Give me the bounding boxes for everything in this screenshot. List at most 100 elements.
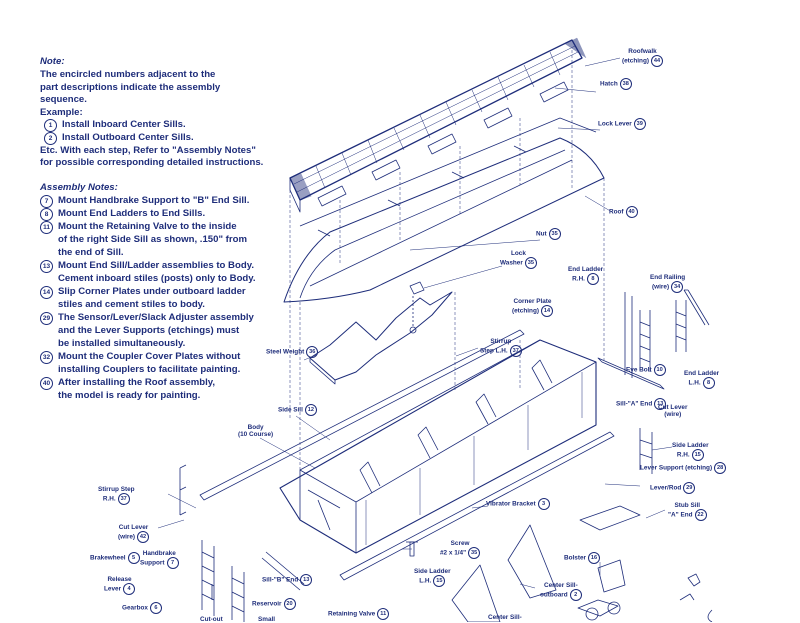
- part-label-line1: Side Ladder: [672, 442, 709, 449]
- part-label-line2: Step L.H.37: [480, 345, 522, 358]
- part-label-corner-plate-etching: Corner Plate(etching)14: [512, 298, 553, 318]
- part-label-screw-2-x-1-4: Screw#2 x 1/4"35: [440, 540, 481, 560]
- part-step-number: 35: [524, 257, 537, 270]
- assembly-note-line: the end of Sill.: [40, 247, 280, 260]
- part-step-number: 36: [306, 346, 319, 358]
- assembly-note-text: Mount End Ladders to End Sills.: [58, 208, 206, 220]
- assembly-note-line: the model is ready for painting.: [40, 390, 280, 403]
- part-label-cut-lever-wire-b: Cut Lever(wire)42: [118, 524, 150, 544]
- part-label-small: Small: [258, 616, 275, 623]
- part-label-line1: End Railing: [650, 274, 686, 281]
- assembly-note-line: and the Lever Supports (etchings) must: [40, 325, 280, 338]
- part-label-sub: (etching): [622, 58, 649, 66]
- part-label-cut-lever-wire-a: Cut Lever(wire): [658, 404, 687, 419]
- part-label-line2: (wire)34: [650, 281, 685, 294]
- part-step-number: 2: [569, 589, 582, 602]
- part-label-sub: L.H.: [419, 578, 432, 586]
- assembly-note-text: The Sensor/Lever/Slack Adjuster assembly: [58, 312, 254, 324]
- hatch-part: [317, 81, 569, 207]
- part-label-line1: End Ladder: [684, 370, 720, 377]
- assembly-note-text: installing Couplers to facilitate painti…: [58, 364, 241, 376]
- part-label-line1: Center Sill-: [488, 614, 522, 621]
- part-step-number: 22: [694, 509, 707, 522]
- assembly-note-line: 8 Mount End Ladders to End Sills.: [40, 208, 280, 222]
- steel-weight-part: [309, 291, 453, 385]
- assembly-note-line: Cement inboard stiles (posts) only to Bo…: [40, 273, 280, 286]
- part-label-sub: R.H.: [572, 276, 585, 284]
- part-label-line2: #2 x 1/4"35: [440, 547, 481, 560]
- part-label-line1: Corner Plate: [513, 298, 552, 305]
- assembly-note-text: Cement inboard stiles (posts) only to Bo…: [58, 273, 256, 285]
- part-label-line1: Stub Sill: [674, 502, 701, 509]
- step-number: 14: [40, 286, 53, 300]
- part-label-line2: L.H.8: [684, 377, 719, 390]
- assembly-note-text: of the right Side Sill as shown, .150" f…: [58, 234, 247, 246]
- part-step-number: 13: [300, 574, 313, 586]
- part-label-line1: Stirrup Step: [98, 486, 135, 493]
- roofwalk-part: [289, 37, 587, 213]
- part-label-line1: Screw: [450, 540, 470, 547]
- side-ladder-rh: [639, 428, 653, 474]
- assembly-notes-heading: Assembly Notes:: [40, 181, 118, 193]
- part-label-line2: (wire): [658, 411, 687, 418]
- example-heading: Example:: [40, 106, 83, 118]
- part-label-line1: Release: [107, 576, 132, 583]
- part-label-line1: Side Ladder: [414, 568, 451, 575]
- step-number: 7: [40, 195, 53, 209]
- part-label-sub: Washer: [500, 260, 523, 268]
- assembly-note-text: be installed simultaneously.: [58, 338, 186, 350]
- assembly-note-line: of the right Side Sill as shown, .150" f…: [40, 234, 280, 247]
- part-label-sub: Support: [140, 560, 165, 568]
- etc-line: Etc. With each step, Refer to "Assembly …: [40, 145, 256, 157]
- part-label-sub: outboard: [540, 592, 568, 600]
- part-label-sub: (10 Course): [238, 431, 274, 439]
- step-number: 8: [40, 208, 53, 222]
- assembly-note-text: and the Lever Supports (etchings) must: [58, 325, 240, 337]
- part-step-number: 28: [714, 462, 727, 474]
- assembly-note-line: be installed simultaneously.: [40, 338, 280, 351]
- part-label-line1: Small: [258, 616, 276, 623]
- note-line: part descriptions indicate the assembly: [40, 81, 221, 93]
- part-label-sub: L.H.: [688, 380, 701, 388]
- part-label-line1: Center Sill-: [543, 582, 578, 589]
- part-label-sub: #2 x 1/4": [440, 550, 467, 558]
- part-step-number: 34: [671, 281, 684, 294]
- part-label-end-railing-wire: End Railing(wire)34: [650, 274, 686, 294]
- part-step-number: 6: [149, 602, 162, 614]
- note-line: The encircled numbers adjacent to the: [40, 69, 216, 81]
- note-heading: Note:: [40, 56, 65, 67]
- part-label-line1: Cut Lever: [658, 404, 688, 411]
- part-step-number: 10: [653, 364, 666, 376]
- assembly-note-text: After installing the Roof assembly,: [58, 377, 216, 389]
